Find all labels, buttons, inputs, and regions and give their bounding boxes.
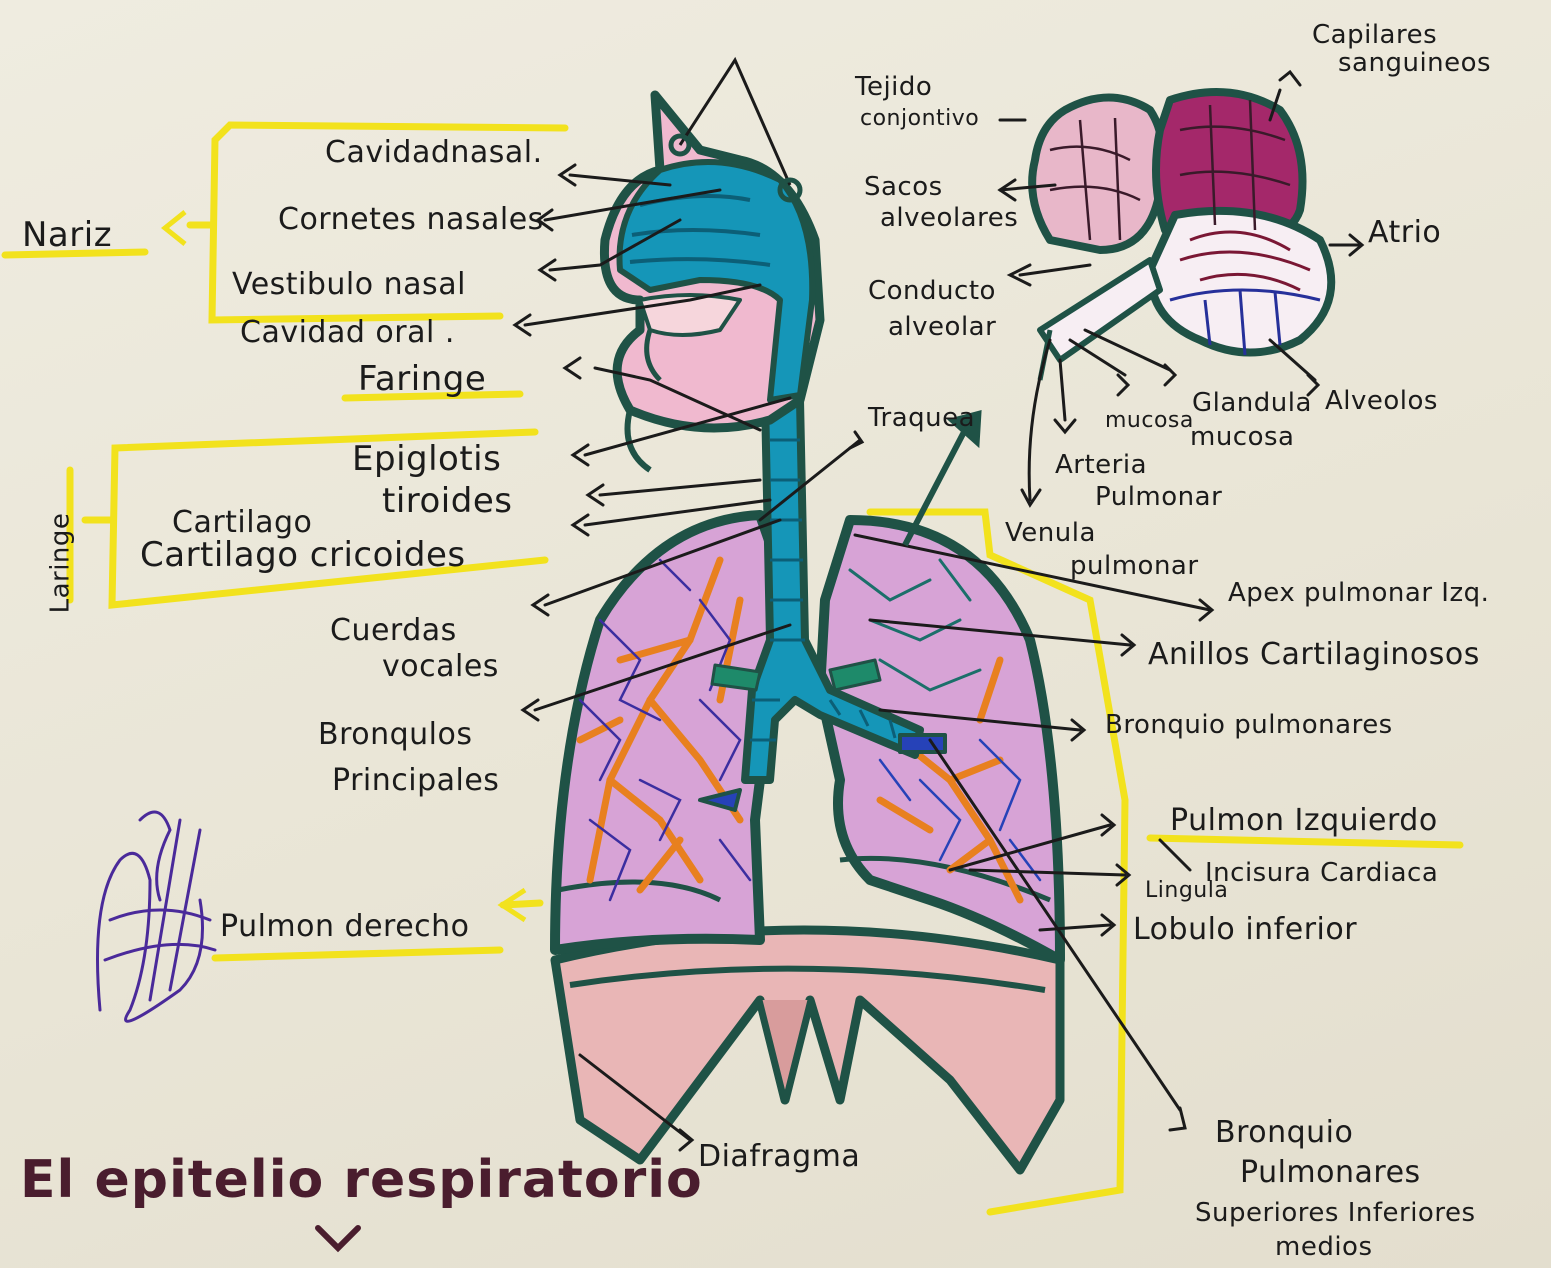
label-capilares-1: Capilares <box>1312 22 1437 48</box>
label-epiglotis: Epiglotis <box>352 442 501 476</box>
label-lingula: Lingula <box>1145 880 1228 902</box>
label-mucosa: mucosa <box>1105 410 1194 432</box>
label-cuerdas-vocales-1: Cuerdas <box>330 616 457 646</box>
label-cartilago-tiroides-2: tiroides <box>382 484 512 518</box>
label-cartilago-tiroides-1: Cartilago <box>172 508 312 538</box>
label-cornetes-nasales: Cornetes nasales <box>278 205 544 235</box>
label-incisura-cardiaca: Incisura Cardiaca <box>1205 860 1438 886</box>
label-arteria-pulmonar-2: Pulmonar <box>1095 484 1222 510</box>
label-vestibulo-nasal: Vestibulo nasal <box>232 270 466 300</box>
title-arrow <box>318 1228 358 1248</box>
page-title: El epitelio respiratorio <box>20 1150 703 1210</box>
label-cartilago-cricoides: Cartilago cricoides <box>140 538 466 572</box>
label-bronquios-lobulares-3: Superiores Inferiores <box>1195 1200 1476 1226</box>
label-bronquios-principales-2: Principales <box>332 766 499 796</box>
label-cavidad-nasal: Cavidadnasal. <box>325 138 543 168</box>
label-arteria-pulmonar-1: Arteria <box>1055 452 1147 478</box>
label-glandula-mucosa-2: mucosa <box>1190 424 1295 450</box>
label-tejido-conjuntivo-1: Tejido <box>855 74 932 100</box>
label-bronquio-pulmonares: Bronquio pulmonares <box>1105 712 1393 738</box>
label-bronquios-principales-1: Bronqulos <box>318 720 473 750</box>
label-alveolos: Alveolos <box>1325 388 1438 414</box>
label-venula-pulmonar-1: Venula <box>1005 520 1096 546</box>
group-label-laringe: Laringe <box>47 513 73 614</box>
label-bronquios-lobulares-1: Bronquio <box>1215 1118 1353 1148</box>
label-conducto-alveolar-1: Conducto <box>868 278 996 304</box>
label-diafragma: Diafragma <box>698 1142 860 1172</box>
label-sacos-alveolares-1: Sacos <box>864 174 943 200</box>
label-cuerdas-vocales-2: vocales <box>382 652 499 682</box>
label-bronquios-lobulares-2: Pulmonares <box>1240 1158 1421 1188</box>
label-traquea: Traquea <box>868 405 975 431</box>
label-anillos-cartilaginosos: Anillos Cartilaginosos <box>1148 640 1480 670</box>
group-label-nariz: Nariz <box>22 218 112 252</box>
label-tejido-conjuntivo-2: conjontivo <box>860 108 979 130</box>
label-glandula-mucosa-1: Glandula <box>1192 390 1312 416</box>
label-atrio: Atrio <box>1368 218 1441 248</box>
alveoli-cluster <box>1032 92 1331 380</box>
label-pulmon-izquierdo: Pulmon Izquierdo <box>1170 806 1438 836</box>
label-capilares-2: sanguineos <box>1338 50 1491 76</box>
label-bronquios-lobulares-4: medios <box>1275 1234 1373 1260</box>
diaphragm <box>555 930 1060 1170</box>
group-label-faringe: Faringe <box>358 362 486 396</box>
label-pulmon-derecho: Pulmon derecho <box>220 912 470 942</box>
label-conducto-alveolar-2: alveolar <box>888 314 996 340</box>
label-apex-pulmonar: Apex pulmonar Izq. <box>1228 580 1489 606</box>
signature-mark <box>98 812 216 1021</box>
label-lobulo-inferior: Lobulo inferior <box>1133 915 1357 945</box>
label-venula-pulmonar-2: pulmonar <box>1070 553 1199 579</box>
label-sacos-alveolares-2: alveolares <box>880 205 1018 231</box>
label-cavidad-oral: Cavidad oral . <box>240 318 455 348</box>
